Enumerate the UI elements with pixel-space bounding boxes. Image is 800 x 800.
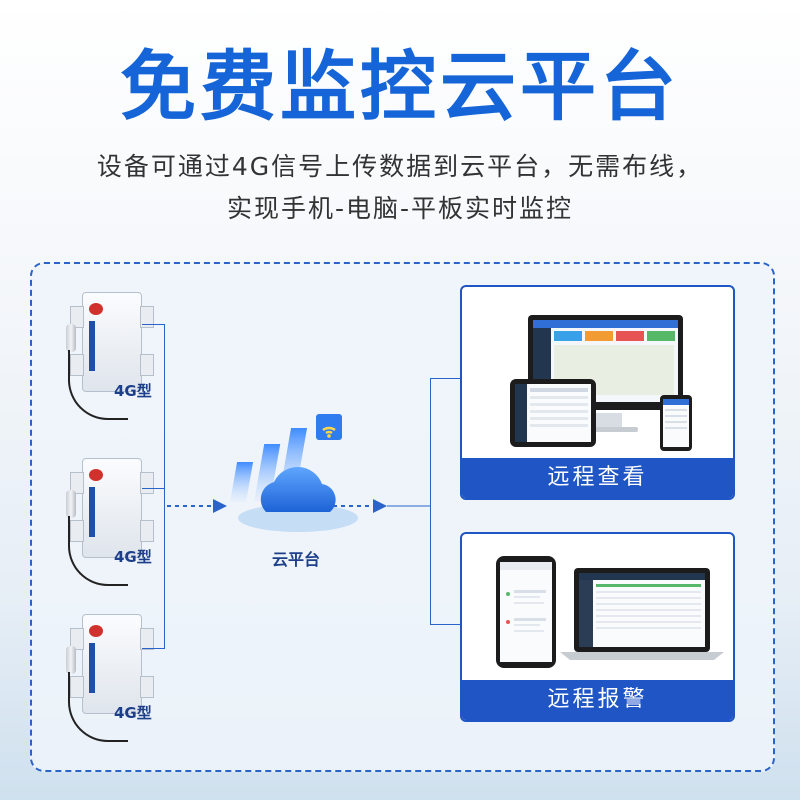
brand-logo-icon xyxy=(89,469,103,481)
connector-line xyxy=(164,324,165,649)
sensor-probe-icon xyxy=(66,324,76,352)
device-4g-1: 4G型 xyxy=(62,292,172,452)
flow-arrows xyxy=(167,499,430,513)
connector-line xyxy=(142,488,164,489)
connector-line xyxy=(430,378,431,624)
device-label: 4G型 xyxy=(114,382,152,400)
connector-line xyxy=(142,324,164,325)
brand-logo-icon xyxy=(89,303,103,315)
sensor-probe-icon xyxy=(66,646,76,674)
arrow-right-icon xyxy=(213,499,227,513)
device-label: 4G型 xyxy=(114,704,152,722)
connector-line xyxy=(430,624,460,625)
cloud-platform-icon xyxy=(228,400,368,540)
page-title: 免费监控云平台 xyxy=(120,42,680,131)
subtitle-line-2: 实现手机-电脑-平板实时监控 xyxy=(226,194,574,223)
card-remote-view: 远程查看 xyxy=(460,285,735,500)
card-footer-label: 远程报警 xyxy=(462,680,733,720)
card-footer-label: 远程查看 xyxy=(462,458,733,498)
connector-line xyxy=(142,648,164,649)
device-4g-3: 4G型 xyxy=(62,614,172,774)
device-label: 4G型 xyxy=(114,548,152,566)
subtitle-line-1: 设备可通过4G信号上传数据到云平台，无需布线， xyxy=(96,152,704,181)
device-screens-illustration xyxy=(462,534,733,682)
card-remote-alarm: 远程报警 xyxy=(460,532,735,722)
arrow-right-icon xyxy=(373,499,387,513)
cloud-label: 云平台 xyxy=(271,550,320,569)
brand-logo-icon xyxy=(89,625,103,637)
sensor-probe-icon xyxy=(66,490,76,518)
device-4g-2: 4G型 xyxy=(62,458,172,618)
connector-line xyxy=(430,378,460,379)
device-screens-illustration xyxy=(462,287,733,459)
